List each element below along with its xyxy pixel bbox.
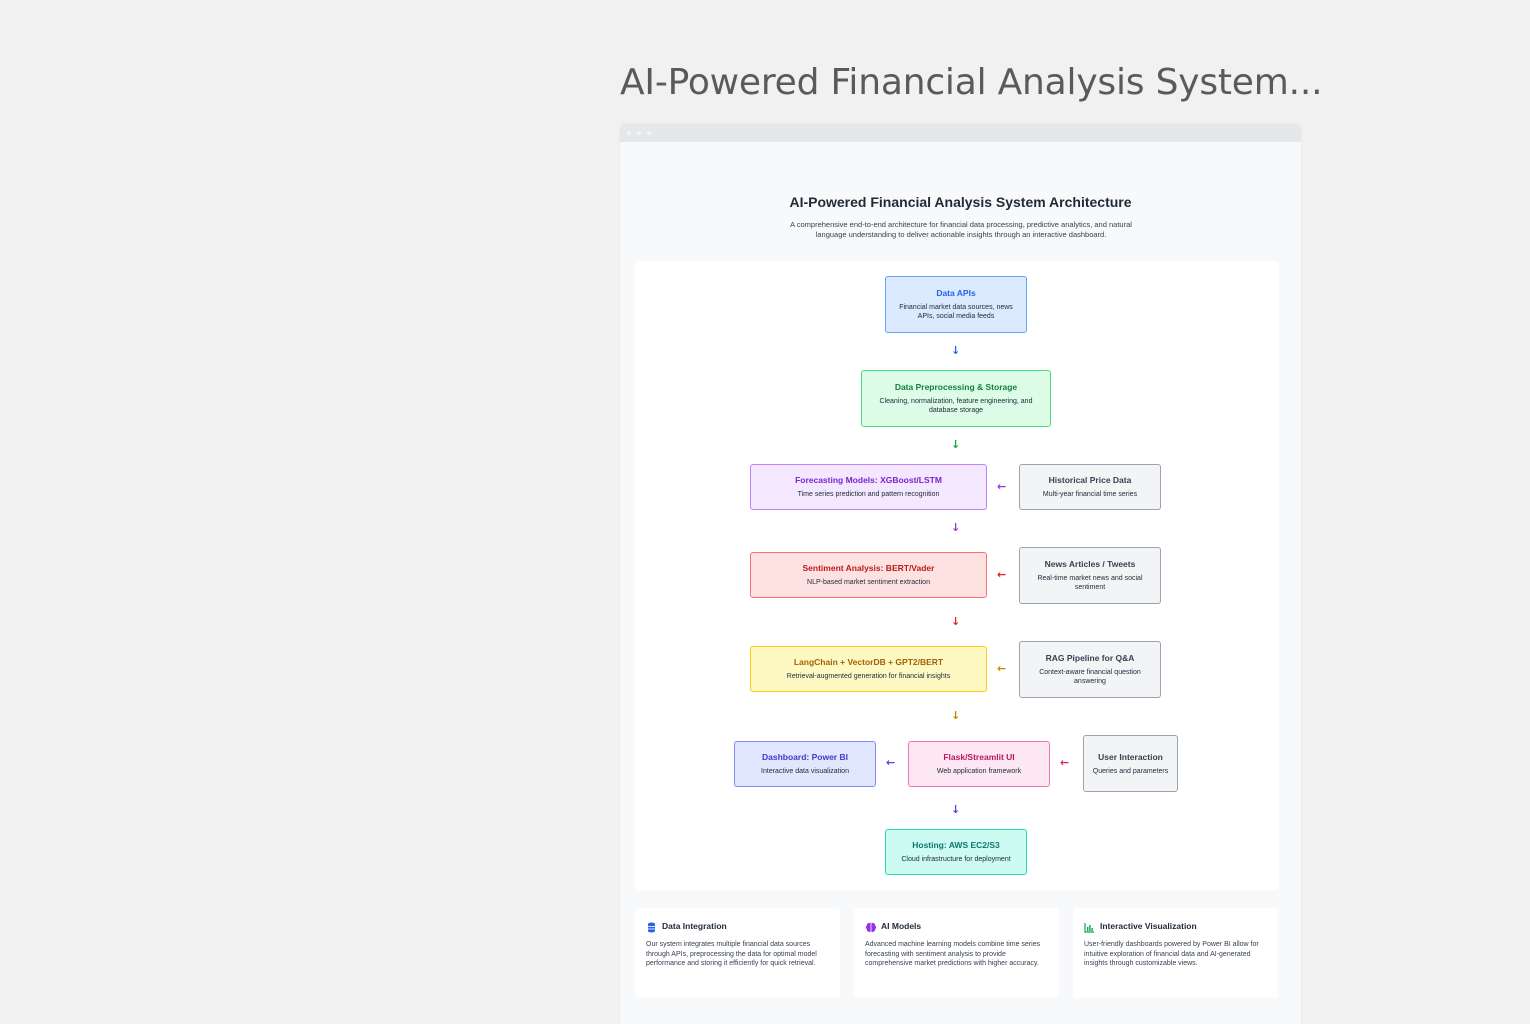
node-title: Data Preprocessing & Storage (894, 382, 1018, 392)
node-desc: Context-aware financial question answeri… (1039, 669, 1141, 685)
card-title: Interactive Visualization (1100, 920, 1197, 931)
window-dot (637, 131, 641, 135)
database-icon (646, 920, 657, 933)
node-forecasting: Forecasting Models: XGBoost/LSTM Time se… (750, 464, 987, 510)
node-desc: Retrieval-augmented generation for finan… (786, 673, 951, 680)
node-langchain: LangChain + VectorDB + GPT2/BERT Retriev… (750, 646, 987, 692)
window-titlebar (620, 124, 1301, 142)
node-title: Data APIs (936, 288, 976, 298)
chart-icon (1084, 920, 1095, 933)
card-title: AI Models (881, 920, 922, 931)
node-title: Flask/Streamlit UI (943, 752, 1015, 762)
arrow-left-icon: ← (997, 480, 1007, 493)
node-desc: Real-time market news and social sentime… (1037, 575, 1143, 591)
node-desc: Web application framework (936, 768, 1022, 775)
node-title: Dashboard: Power BI (762, 752, 848, 762)
node-desc: Queries and parameters (1092, 767, 1169, 775)
node-news-tweets: News Articles / Tweets Real-time market … (1019, 547, 1161, 604)
node-user-interaction: User Interaction Queries and parameters (1083, 735, 1178, 792)
node-title: News Articles / Tweets (1044, 559, 1136, 569)
node-title: User Interaction (1098, 751, 1163, 762)
node-data-apis: Data APIs Financial market data sources,… (885, 276, 1027, 333)
card-text: User-friendly dashboards powered by Powe… (1084, 941, 1259, 967)
node-title: RAG Pipeline for Q&A (1045, 653, 1135, 663)
node-desc: Cloud infrastructure for deployment (901, 856, 1011, 863)
node-flask-streamlit: Flask/Streamlit UI Web application frame… (908, 741, 1050, 787)
node-title: Historical Price Data (1048, 475, 1132, 485)
arrow-down-icon: ↓ (951, 521, 961, 534)
window-dot (627, 131, 631, 135)
arrow-down-icon: ↓ (951, 709, 961, 722)
node-title: Hosting: AWS EC2/S3 (912, 840, 1000, 850)
node-sentiment: Sentiment Analysis: BERT/Vader NLP-based… (750, 552, 987, 598)
arrow-left-icon: ← (886, 756, 896, 769)
window-dot (647, 131, 651, 135)
node-desc: Interactive data visualization (761, 768, 849, 775)
node-desc: Cleaning, normalization, feature enginee… (879, 398, 1033, 414)
node-title: LangChain + VectorDB + GPT2/BERT (793, 657, 944, 667)
node-title: Sentiment Analysis: BERT/Vader (802, 563, 935, 573)
brain-icon (865, 920, 877, 932)
node-desc: Financial market data sources, news APIs… (899, 304, 1013, 320)
arrow-down-icon: ↓ (951, 615, 961, 628)
page-heading: AI-Powered Financial Analysis System... (620, 62, 1323, 103)
document-title: AI-Powered Financial Analysis System Arc… (789, 194, 1132, 210)
arrow-left-icon: ← (997, 568, 1007, 581)
node-desc: Time series prediction and pattern recog… (797, 491, 940, 498)
feature-card-interactive-visualization: Interactive Visualization User-friendly … (1073, 908, 1278, 998)
card-text: Our system integrates multiple financial… (646, 941, 817, 967)
node-hosting: Hosting: AWS EC2/S3 Cloud infrastructure… (885, 829, 1027, 875)
feature-card-ai-models: AI Models Advanced machine learning mode… (854, 908, 1059, 998)
arrow-down-icon: ↓ (951, 438, 961, 451)
arrow-down-icon: ↓ (951, 344, 961, 357)
feature-card-data-integration: Data Integration Our system integrates m… (635, 908, 840, 998)
node-historical-data: Historical Price Data Multi-year financi… (1019, 464, 1161, 510)
node-rag-pipeline: RAG Pipeline for Q&A Context-aware finan… (1019, 641, 1161, 698)
node-desc: Multi-year financial time series (1042, 491, 1138, 498)
architecture-diagram: Data APIs Financial market data sources,… (635, 261, 1279, 890)
node-preprocessing: Data Preprocessing & Storage Cleaning, n… (861, 370, 1051, 427)
node-title: Forecasting Models: XGBoost/LSTM (795, 475, 942, 485)
arrow-down-icon: ↓ (951, 803, 961, 816)
preview-window: AI-Powered Financial Analysis System Arc… (620, 124, 1301, 1024)
document-subtitle: A comprehensive end-to-end architecture … (790, 220, 1132, 239)
node-dashboard: Dashboard: Power BI Interactive data vis… (734, 741, 876, 787)
card-title: Data Integration (662, 920, 727, 931)
arrow-left-icon: ← (997, 662, 1007, 675)
arrow-left-icon: ← (1060, 756, 1070, 769)
card-text: Advanced machine learning models combine… (865, 941, 1041, 967)
node-desc: NLP-based market sentiment extraction (807, 579, 930, 586)
